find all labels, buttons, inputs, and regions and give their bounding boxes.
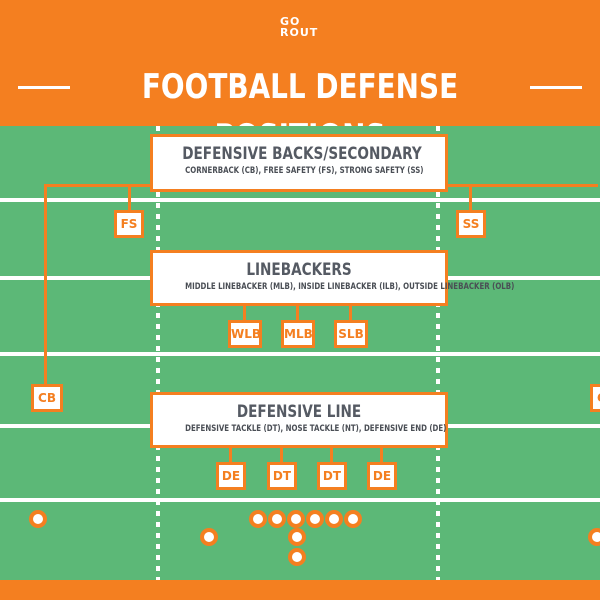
logo-top-text: GO	[280, 15, 301, 28]
hash-marks-right	[436, 126, 440, 580]
offense-player-dot	[325, 510, 343, 528]
position-cb-left: CB	[31, 384, 63, 412]
yard-line	[0, 198, 600, 202]
connector-line	[380, 444, 383, 462]
connector-line	[229, 444, 232, 462]
secondary-group-box: DEFENSIVE BACKS/SECONDARY CORNERBACK (CB…	[150, 134, 448, 192]
connector-line	[330, 444, 333, 462]
connector-line	[469, 184, 472, 210]
secondary-subtitle: CORNERBACK (CB), FREE SAFETY (FS), STRON…	[185, 166, 424, 176]
offense-player-dot	[288, 528, 306, 546]
linebackers-subtitle: MIDDLE LINEBACKER (MLB), INSIDE LINEBACK…	[185, 282, 515, 292]
football-field: DEFENSIVE BACKS/SECONDARY CORNERBACK (CB…	[0, 126, 600, 580]
position-de-left: DE	[216, 462, 246, 490]
position-dt-right: DT	[317, 462, 347, 490]
connector-line	[349, 302, 352, 320]
connector-line	[243, 302, 246, 320]
connector-line	[296, 302, 299, 320]
defensive-line-group-box: DEFENSIVE LINE DEFENSIVE TACKLE (DT), NO…	[150, 392, 448, 448]
offense-player-dot	[249, 510, 267, 528]
position-dt-left: DT	[267, 462, 297, 490]
title-rule-left	[18, 86, 70, 89]
defensive-line-title: DEFENSIVE LINE	[236, 402, 362, 422]
defensive-line-subtitle: DEFENSIVE TACKLE (DT), NOSE TACKLE (NT),…	[185, 424, 447, 434]
linebackers-title: LINEBACKERS	[246, 260, 352, 280]
position-slb: SLB	[334, 320, 368, 348]
yard-line	[0, 498, 600, 502]
header-band	[0, 0, 600, 126]
position-ss: SS	[456, 210, 486, 238]
offense-player-dot	[268, 510, 286, 528]
hash-marks-left	[156, 126, 160, 580]
offense-player-dot	[344, 510, 362, 528]
bottom-band	[0, 580, 600, 600]
offense-player-dot	[287, 510, 305, 528]
position-fs: FS	[114, 210, 144, 238]
position-wlb: WLB	[228, 320, 262, 348]
yard-line	[0, 352, 600, 356]
position-cb-right: CB	[590, 384, 600, 412]
offense-player-dot	[29, 510, 47, 528]
gorout-logo: GO ROUT	[280, 16, 342, 38]
title-rule-right	[530, 86, 582, 89]
offense-player-dot	[288, 548, 306, 566]
logo-bottom-text: ROUT	[280, 26, 319, 39]
position-de-right: DE	[367, 462, 397, 490]
offense-player-dot	[306, 510, 324, 528]
linebackers-group-box: LINEBACKERS MIDDLE LINEBACKER (MLB), INS…	[150, 250, 515, 306]
connector-line	[44, 184, 47, 384]
offense-player-dot	[200, 528, 218, 546]
offense-player-dot	[588, 528, 600, 546]
secondary-title: DEFENSIVE BACKS/SECONDARY	[182, 144, 422, 164]
connector-line	[280, 444, 283, 462]
position-mlb: MLB	[281, 320, 315, 348]
connector-line	[128, 184, 131, 210]
